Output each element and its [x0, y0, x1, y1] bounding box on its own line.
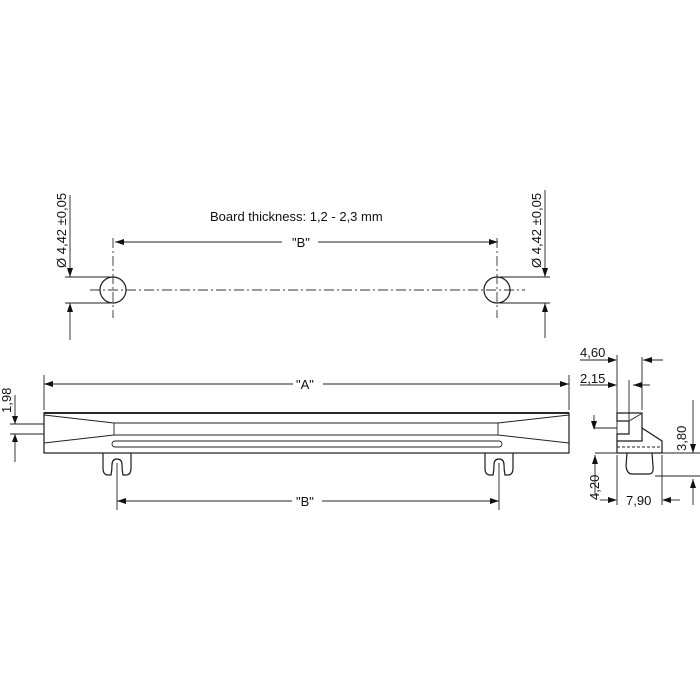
front-dim-b-label: "B" [296, 494, 314, 509]
peg-right [484, 453, 514, 476]
side-dim-2-15: 2,15 [580, 371, 605, 386]
side-dim-3-80: 3,80 [674, 426, 689, 451]
board-thickness-note: Board thickness: 1,2 - 2,3 mm [210, 209, 383, 224]
side-profile-peg [625, 452, 654, 475]
side-profile-upper [616, 412, 643, 442]
hole-right-diameter: Ø 4,42 ±0,05 [529, 193, 544, 268]
side-dim-4-60: 4,60 [580, 345, 605, 360]
front-dim-a-label: "A" [296, 377, 314, 392]
front-view: "A" 1,98 "B" [0, 375, 570, 510]
side-dim-7-90: 7,90 [626, 493, 651, 508]
side-dim-4-20: 4,20 [587, 475, 602, 500]
front-dim-height: 1,98 [0, 388, 14, 413]
top-view: Board thickness: 1,2 - 2,3 mm "B" Ø 4,42… [54, 190, 550, 340]
peg-left [102, 453, 132, 476]
top-dim-b-label: "B" [292, 235, 310, 250]
side-view: 4,60 2,15 3,80 4,20 [580, 345, 700, 508]
hole-left-diameter: Ø 4,42 ±0,05 [54, 193, 69, 268]
